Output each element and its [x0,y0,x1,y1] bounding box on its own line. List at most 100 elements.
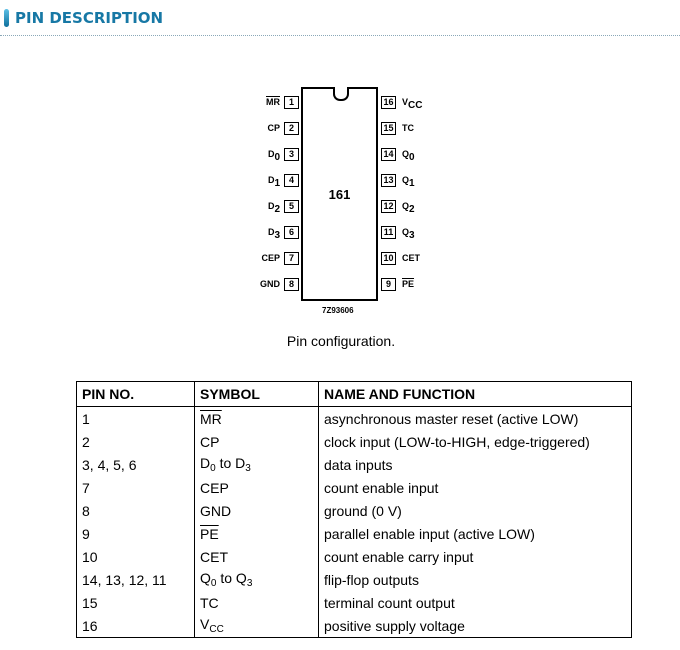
pin-number-box: 4 [284,174,299,187]
table-row: 2 CP clock input (LOW-to-HIGH, edge-trigge… [76,430,632,453]
pin-label-subscript: 0 [409,152,415,163]
pin-label-text: GND [260,279,280,289]
pin-number-cell: 10 [76,545,195,568]
pin-label-subscript: 3 [409,230,415,241]
pin-label: PE [402,278,414,291]
pin-number-box: 8 [284,278,299,291]
symbol-cell: VCC [194,614,319,638]
column-header: SYMBOL [194,381,319,407]
pin-number-cell: 8 [76,499,195,522]
function-cell: count enable input [318,476,632,499]
pin-number-box: 15 [381,122,396,135]
pin-number-box: 7 [284,252,299,265]
function-cell: asynchronous master reset (active LOW) [318,406,632,430]
pin-label-text: MR [266,97,280,107]
function-cell: terminal count output [318,591,632,614]
symbol-cell: GND [194,499,319,522]
pin-label-text: TC [402,123,414,133]
pin-label: D1 [240,174,280,190]
section-title: PIN DESCRIPTION [15,9,164,27]
pin-number-cell: 7 [76,476,195,499]
pin-number-box: 5 [284,200,299,213]
symbol-cell: D0 to D3 [194,453,319,476]
pin-number-box: 3 [284,148,299,161]
pin-label-text: CEP [261,253,280,263]
chip-body: 161 [301,87,378,301]
pin-label-text: Q [402,227,410,237]
pin-label-text: CP [267,123,280,133]
pin-number-cell: 16 [76,614,195,638]
symbol-part: 3 [246,578,253,589]
function-cell: parallel enable input (active LOW) [318,522,632,545]
function-cell: clock input (LOW-to-HIGH, edge-triggered… [318,430,632,453]
pin-label-text: CET [402,253,420,263]
symbol-part: CET [200,548,228,565]
pin-label: CP [240,122,280,135]
table-row: 14, 13, 12, 11 Q0 to Q3 flip-flop outputs [76,568,632,591]
pin-number-box: 11 [381,226,396,239]
pin-number-cell: 1 [76,406,195,430]
symbol-cell: TC [194,591,319,614]
pin-number-cell: 2 [76,430,195,453]
symbol-part: TC [200,594,219,611]
chip-notch [333,87,349,101]
pin-label-subscript: 0 [274,152,280,163]
pin-number-cell: 15 [76,591,195,614]
symbol-part: GND [200,502,232,519]
column-header: PIN NO. [76,381,195,407]
symbol-part: MR [200,410,222,427]
symbol-part: to Q [216,570,247,586]
symbol-part: CEP [200,479,229,496]
pin-label: Q2 [402,200,415,216]
chip-label: 161 [328,187,351,202]
symbol-part: 0 [210,578,217,589]
dotted-divider [0,35,680,36]
pin-label: GND [240,278,280,291]
pin-label-text: V [402,97,409,107]
symbol-part: 3 [245,463,251,474]
function-cell: flip-flop outputs [318,568,632,591]
pin-number-box: 16 [381,96,396,109]
pin-number-box: 13 [381,174,396,187]
pin-number-cell: 9 [76,522,195,545]
pin-number-box: 12 [381,200,396,213]
section-header: PIN DESCRIPTION [4,9,163,27]
pin-label: CET [402,252,420,265]
function-cell: data inputs [318,453,632,476]
pin-label: VCC [402,96,422,112]
symbol-part: D [200,455,211,471]
symbol-cell: CET [194,545,319,568]
symbol-part: CC [209,624,224,635]
pin-number-box: 10 [381,252,396,265]
pin-number-cell: 14, 13, 12, 11 [76,568,195,591]
pin-number-cell: 3, 4, 5, 6 [76,453,195,476]
symbol-part: to D [215,455,246,471]
pin-number-box: 6 [284,226,299,239]
pin-label: MR [240,96,280,109]
pin-number-box: 9 [381,278,396,291]
figure-caption: Pin configuration. [286,333,396,349]
function-cell: ground (0 V) [318,499,632,522]
symbol-cell: MR [194,406,319,430]
pin-label: Q0 [402,148,415,164]
pin-label-text: Q [402,149,410,159]
figure-code: 7Z93606 [322,306,354,315]
table-row: 7 CEP count enable input [76,476,632,499]
symbol-cell: PE [194,522,319,545]
pin-label-subscript: 1 [274,178,280,189]
pin-label-subscript: 2 [409,204,415,215]
symbol-part: CP [200,433,220,450]
pin-label-text: Q [402,201,410,211]
pin-number-box: 1 [284,96,299,109]
pin-label-text: D [267,227,275,237]
pin-label: D3 [240,226,280,242]
pin-number-box: 14 [381,148,396,161]
symbol-part: Q [200,570,211,586]
pin-label-subscript: CC [408,100,423,111]
pin-label: Q1 [402,174,415,190]
